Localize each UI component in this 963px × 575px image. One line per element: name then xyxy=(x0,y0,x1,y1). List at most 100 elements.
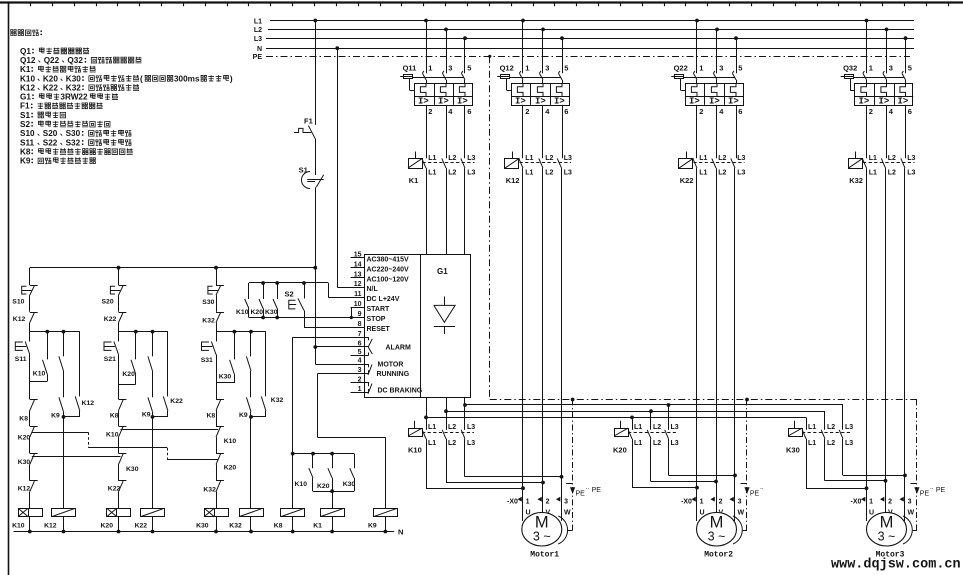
svg-text:1: 1 xyxy=(526,498,530,505)
svg-text:L1: L1 xyxy=(428,424,436,431)
svg-text:K10: K10 xyxy=(20,74,35,83)
svg-text:10: 10 xyxy=(354,301,362,308)
svg-text:S30: S30 xyxy=(202,299,214,306)
svg-text:K32: K32 xyxy=(229,523,242,530)
svg-text:1: 1 xyxy=(358,386,362,393)
svg-text:L1: L1 xyxy=(254,18,262,25)
svg-text:K22: K22 xyxy=(135,523,148,530)
svg-text:S10: S10 xyxy=(12,299,24,306)
svg-text:I>: I> xyxy=(554,96,565,106)
svg-text:U: U xyxy=(526,509,531,516)
svg-text:L2: L2 xyxy=(254,27,262,34)
svg-text:S10: S10 xyxy=(20,129,35,138)
svg-text:www.dqjsw.com.cn: www.dqjsw.com.cn xyxy=(831,558,961,573)
svg-text:L1: L1 xyxy=(869,155,877,162)
svg-text:K9: K9 xyxy=(368,523,377,530)
svg-text:12: 12 xyxy=(354,281,362,288)
svg-text:L3: L3 xyxy=(671,440,679,447)
svg-text:AC380~415V: AC380~415V xyxy=(367,256,410,263)
svg-text:3: 3 xyxy=(738,498,742,505)
svg-text:5: 5 xyxy=(358,349,362,356)
svg-text:K10: K10 xyxy=(236,309,249,316)
svg-text:K1: K1 xyxy=(409,176,419,185)
svg-text:I>: I> xyxy=(418,96,429,106)
svg-text:W: W xyxy=(564,509,571,516)
svg-text:L1: L1 xyxy=(869,169,877,176)
svg-text:S22: S22 xyxy=(43,138,58,147)
svg-text:L3: L3 xyxy=(907,169,915,176)
svg-text:1: 1 xyxy=(699,63,703,72)
svg-text:I>: I> xyxy=(898,96,909,106)
svg-text:K9: K9 xyxy=(20,157,31,166)
svg-text:3 ~: 3 ~ xyxy=(533,530,551,544)
svg-text:S11: S11 xyxy=(20,138,35,147)
svg-text:PE: PE xyxy=(576,490,586,497)
svg-text:U: U xyxy=(700,509,705,516)
svg-text:K30: K30 xyxy=(219,374,232,381)
svg-text:8: 8 xyxy=(358,321,362,328)
svg-text:300ms: 300ms xyxy=(174,74,200,83)
svg-text:L1: L1 xyxy=(634,424,642,431)
svg-text:S20: S20 xyxy=(43,129,58,138)
svg-text:L1: L1 xyxy=(428,440,436,447)
svg-text:F1: F1 xyxy=(304,116,313,125)
svg-text:L2: L2 xyxy=(448,169,456,176)
svg-text:L3: L3 xyxy=(467,155,475,162)
svg-text:K10: K10 xyxy=(408,446,422,455)
svg-text:3 ~: 3 ~ xyxy=(708,530,726,544)
svg-text:PE: PE xyxy=(920,490,930,497)
svg-text:K1: K1 xyxy=(313,523,322,530)
svg-text:): ) xyxy=(230,74,233,83)
svg-text:K12: K12 xyxy=(82,400,95,407)
svg-text:5: 5 xyxy=(564,63,568,72)
svg-text:G1: G1 xyxy=(20,93,31,102)
svg-text:Motor1: Motor1 xyxy=(530,551,559,560)
svg-text:K9: K9 xyxy=(239,412,248,419)
svg-text:K22: K22 xyxy=(680,176,694,185)
svg-text:L3: L3 xyxy=(467,440,475,447)
svg-text:ALARM: ALARM xyxy=(386,345,411,352)
svg-text:K10: K10 xyxy=(224,438,237,445)
svg-text:L1: L1 xyxy=(525,155,533,162)
svg-text:K20: K20 xyxy=(18,435,31,442)
svg-text:W: W xyxy=(908,509,915,516)
svg-text:6: 6 xyxy=(908,107,912,116)
svg-text:-X0: -X0 xyxy=(851,498,862,505)
svg-text:K12: K12 xyxy=(18,485,31,492)
svg-text:1: 1 xyxy=(428,63,432,72)
svg-text:L3: L3 xyxy=(845,424,853,431)
svg-text:K22: K22 xyxy=(108,485,121,492)
svg-text:K10: K10 xyxy=(33,371,46,378)
svg-text:L2: L2 xyxy=(653,424,661,431)
svg-text:L3: L3 xyxy=(564,169,572,176)
svg-text:S2: S2 xyxy=(20,120,30,129)
svg-text:Q22: Q22 xyxy=(674,64,688,73)
svg-text:..: .. xyxy=(930,484,934,491)
svg-text:K8: K8 xyxy=(274,523,283,530)
svg-text:L2: L2 xyxy=(545,169,553,176)
svg-text:K8: K8 xyxy=(110,413,119,420)
svg-text:K30: K30 xyxy=(126,466,139,473)
svg-text:2: 2 xyxy=(358,377,362,384)
svg-text:K9: K9 xyxy=(142,412,151,419)
svg-text:4: 4 xyxy=(448,107,453,116)
svg-text:START: START xyxy=(367,306,391,313)
svg-text:K8: K8 xyxy=(207,412,216,419)
svg-text:S1: S1 xyxy=(299,166,308,175)
svg-text:4: 4 xyxy=(545,107,550,116)
svg-text:2: 2 xyxy=(719,498,723,505)
svg-text:S21: S21 xyxy=(104,356,116,363)
svg-text:13: 13 xyxy=(354,271,362,278)
svg-text:3: 3 xyxy=(448,63,452,72)
svg-text:L3: L3 xyxy=(907,155,915,162)
svg-text:Motor2: Motor2 xyxy=(704,551,733,560)
svg-text:3 ~: 3 ~ xyxy=(878,530,896,544)
svg-text:L2: L2 xyxy=(653,440,661,447)
svg-text:I>: I> xyxy=(728,96,739,106)
svg-text:K20: K20 xyxy=(317,483,330,490)
svg-text:K8: K8 xyxy=(20,147,31,156)
svg-text:2: 2 xyxy=(525,107,529,116)
svg-text:K32: K32 xyxy=(271,397,284,404)
svg-text:L3: L3 xyxy=(467,169,475,176)
svg-text:Q32: Q32 xyxy=(843,64,857,73)
